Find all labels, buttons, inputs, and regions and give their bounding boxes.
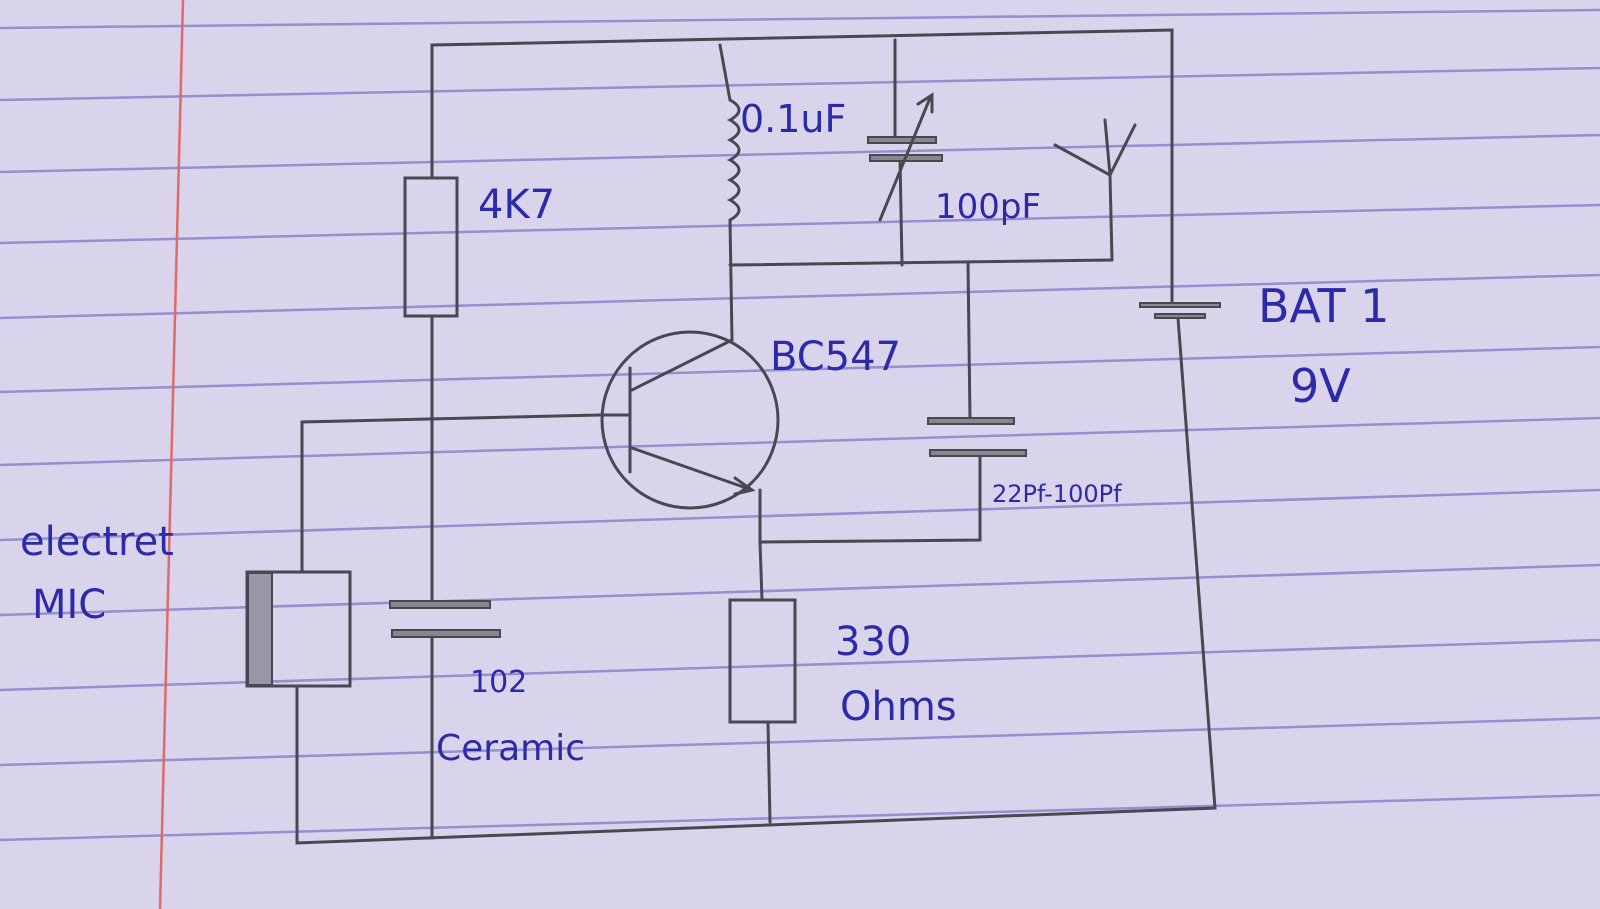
battery-name-label: BAT 1 (1258, 279, 1389, 333)
wires (295, 28, 1217, 845)
labels: 0.1uF 4K7 100pF BAT 1 9V BC547 22Pf-100P… (20, 97, 1389, 769)
battery (1139, 302, 1221, 319)
ceramic-type-label: Ceramic (436, 728, 585, 769)
transistor-bc547 (598, 330, 780, 510)
mic-label-line2: MIC (32, 582, 106, 628)
electret-mic (245, 570, 352, 688)
emitter-res-unit-label: Ohms (840, 684, 957, 730)
transistor-label: BC547 (770, 334, 901, 380)
resistor-330 (728, 598, 797, 724)
mic-label-line1: electret (20, 519, 174, 565)
variable-capacitor (867, 92, 943, 222)
resistor-4k7 (403, 176, 459, 318)
ceramic-value-label: 102 (470, 665, 527, 700)
coupling-cap-label: 22Pf-100Pf (992, 480, 1122, 508)
margin-line (158, 0, 185, 909)
antenna (1053, 118, 1137, 262)
inductor-label: 0.1uF (740, 97, 846, 141)
inductor-coil (726, 98, 741, 222)
capacitor-102 (389, 600, 501, 638)
battery-voltage-label: 9V (1290, 359, 1351, 413)
paper-rules (0, 8, 1600, 842)
variable-cap-label: 100pF (935, 187, 1041, 227)
capacitor-22pf (927, 417, 1027, 457)
emitter-res-value-label: 330 (835, 619, 911, 665)
resistor-4k7-label: 4K7 (478, 182, 555, 228)
